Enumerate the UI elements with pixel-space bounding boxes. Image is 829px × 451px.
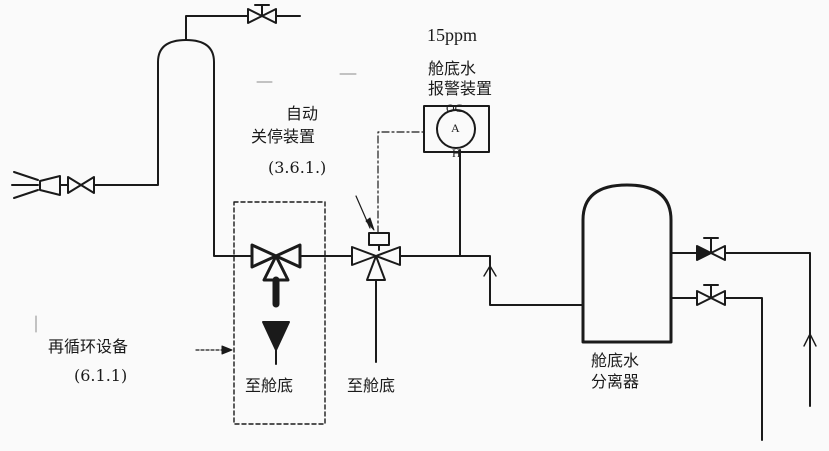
alarm-label-line1: 舱底水 [428, 59, 477, 78]
to-bilge-left-label: 至舱底 [245, 376, 294, 395]
alarm-box [423, 105, 490, 153]
alarm-label-line2: 报警装置 [428, 79, 493, 98]
vent-valve-icon[interactable] [247, 4, 277, 24]
to-bilge-center-label: 至舱底 [347, 376, 396, 395]
outlet-valve-lower-icon[interactable] [696, 284, 726, 306]
outlet-line-lower [724, 297, 763, 441]
inlet-strainer-icon [11, 171, 61, 199]
outlet-line-right [724, 252, 811, 407]
control-signal-line [377, 131, 425, 234]
alarm-threshold: 15ppm [427, 25, 478, 45]
funnel-icon [262, 321, 290, 351]
alarm-gauge [436, 109, 476, 149]
recirculation-label: 再循环设备 [48, 337, 129, 356]
gauge-mid-text: A [451, 121, 460, 135]
actuator-icon [368, 232, 390, 246]
flow-arrow-icon [483, 265, 497, 277]
inlet-valve-icon[interactable] [67, 176, 95, 194]
separator-label-line2: 分离器 [591, 372, 640, 391]
separator-inlet-pipe [399, 251, 584, 306]
auto-stop-label-line1: 自动 [286, 104, 319, 123]
recirculation-enclosure [233, 201, 326, 425]
outlet-valve-upper-icon[interactable] [696, 237, 726, 261]
gauge-top-text: OC [446, 101, 463, 115]
riser-loop-pipe [93, 39, 253, 257]
recirculation-ref: (6.1.1) [74, 366, 128, 385]
three-way-valve-left-icon[interactable] [250, 243, 302, 282]
auto-stop-label-line2: 关停装置 [251, 127, 316, 146]
gauge-bottom-text: H [452, 146, 461, 160]
return-arrow-icon [803, 333, 817, 347]
vent-pipe [185, 15, 249, 41]
auto-stop-ref: (3.6.1.) [268, 158, 327, 177]
three-way-valve-auto-stop-icon[interactable] [351, 246, 401, 281]
separator-label-line1: 舱底水 [591, 351, 640, 370]
separator-vessel [581, 183, 673, 344]
